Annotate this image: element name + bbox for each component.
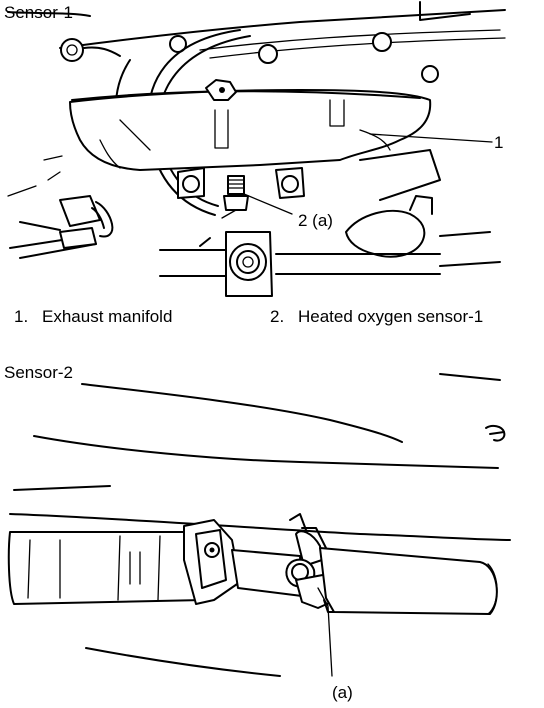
legend-item-1-number: 1. [14,307,29,326]
sensor1-illustration [7,1,506,297]
callout-1: 1 [494,133,504,152]
callout-a: (a) [332,683,353,702]
legend-item-1-label: Exhaust manifold [42,307,173,326]
legend-item-2-number: 2. [270,307,285,326]
legend-item-2-label: Heated oxygen sensor-1 [298,307,484,326]
sensor1-title: Sensor-1 [4,3,73,22]
callout-2a: 2 (a) [298,211,333,230]
sensor2-title: Sensor-2 [4,363,73,382]
